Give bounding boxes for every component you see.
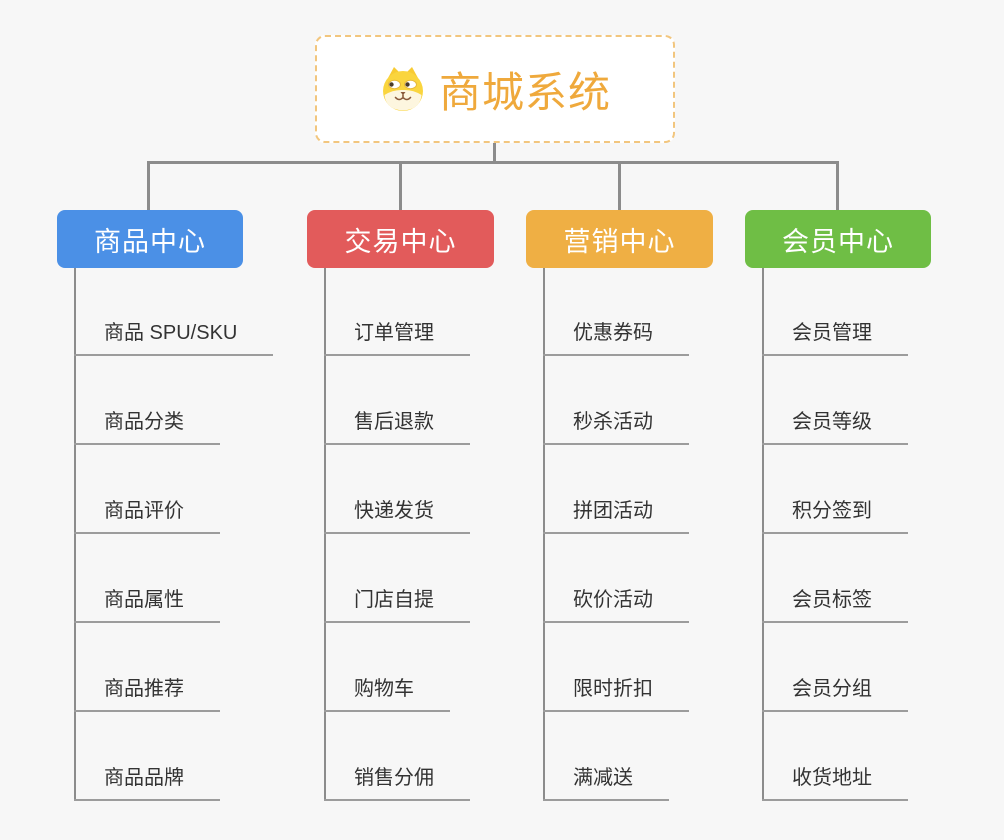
leaf-item[interactable]: 限时折扣 (543, 677, 689, 712)
trunk-member-center (762, 268, 764, 800)
root-node[interactable]: 商城系统 (315, 35, 675, 143)
leaf-item[interactable]: 订单管理 (324, 321, 470, 356)
leaf-item[interactable]: 会员等级 (762, 410, 908, 445)
leaf-item[interactable]: 积分签到 (762, 499, 908, 534)
connector-drop-4 (836, 161, 839, 210)
leaf-item[interactable]: 商品属性 (74, 588, 220, 623)
leaf-item[interactable]: 商品评价 (74, 499, 220, 534)
leaf-item[interactable]: 会员标签 (762, 588, 908, 623)
leaf-item[interactable]: 会员管理 (762, 321, 908, 356)
leaf-item[interactable]: 商品 SPU/SKU (74, 321, 274, 356)
branch-label: 交易中心 (344, 226, 457, 257)
shiba-dog-icon (379, 65, 427, 113)
leaf-item[interactable]: 门店自提 (324, 588, 470, 623)
branch-member-center[interactable]: 会员中心 (745, 210, 931, 268)
connector-root-stem (493, 143, 496, 164)
branch-product-center[interactable]: 商品中心 (57, 210, 243, 268)
root-title: 商城系统 (438, 68, 611, 116)
leaf-item[interactable]: 商品分类 (74, 410, 220, 445)
connector-horizontal (147, 161, 839, 164)
leaf-item[interactable]: 优惠券码 (543, 321, 689, 356)
branch-trade-center[interactable]: 交易中心 (307, 210, 494, 268)
leaf-item[interactable]: 收货地址 (762, 766, 908, 801)
branch-label: 商品中心 (94, 226, 206, 257)
branch-marketing-center[interactable]: 营销中心 (526, 210, 713, 268)
leaf-item[interactable]: 满减送 (543, 766, 669, 801)
connector-drop-1 (147, 161, 150, 210)
leaf-item[interactable]: 会员分组 (762, 677, 908, 712)
leaf-item[interactable]: 秒杀活动 (543, 410, 689, 445)
leaf-item[interactable]: 商品品牌 (74, 766, 220, 801)
leaf-item[interactable]: 砍价活动 (543, 588, 689, 623)
connector-drop-2 (399, 161, 402, 210)
leaf-item[interactable]: 购物车 (324, 677, 450, 712)
branch-label: 会员中心 (782, 226, 894, 257)
trunk-product-center (74, 268, 76, 800)
trunk-trade-center (324, 268, 326, 800)
leaf-item[interactable]: 商品推荐 (74, 677, 220, 712)
leaf-item[interactable]: 销售分佣 (324, 766, 470, 801)
leaf-item[interactable]: 快递发货 (324, 499, 470, 534)
leaf-item[interactable]: 拼团活动 (543, 499, 689, 534)
trunk-marketing-center (543, 268, 545, 800)
connector-drop-3 (618, 161, 621, 210)
leaf-item[interactable]: 售后退款 (324, 410, 470, 445)
branch-label: 营销中心 (563, 226, 676, 257)
